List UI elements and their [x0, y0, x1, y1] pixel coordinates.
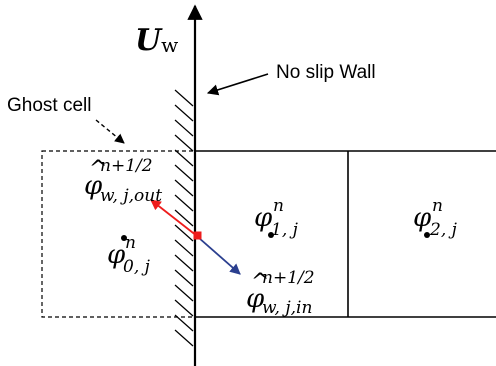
- outgoing-arrow: [150, 199, 198, 237]
- hatch-mark: [174, 239, 194, 257]
- svg-text:n+1/2: n+1/2: [262, 268, 315, 288]
- phi-hat-in-label: ^ φ n+1/2 w, j,in: [246, 268, 315, 318]
- svg-text:2, j: 2, j: [429, 220, 458, 240]
- wall-hatching: [174, 89, 194, 347]
- phi-1-label: φ n 1, j: [254, 196, 299, 240]
- hatch-mark: [174, 104, 194, 122]
- svg-text:0, j: 0, j: [123, 257, 151, 277]
- svg-text:1, j: 1, j: [271, 220, 299, 240]
- svg-text:^: ^: [89, 157, 107, 182]
- hatch-mark: [174, 314, 194, 332]
- wall-point: [193, 231, 202, 240]
- hatch-mark: [174, 179, 194, 197]
- cell-center-dot-2: [424, 232, 430, 238]
- hatch-mark: [174, 119, 194, 137]
- hatch-mark: [174, 89, 194, 107]
- svg-text:n: n: [125, 233, 136, 253]
- hatch-mark: [174, 284, 194, 302]
- hatch-mark: [174, 134, 194, 152]
- hatch-mark: [174, 299, 194, 317]
- hatch-mark: [174, 329, 194, 347]
- svg-text:w, j,out: w, j,out: [100, 186, 162, 206]
- svg-text:n: n: [432, 196, 443, 216]
- phi-hat-out-label: ^ φ n+1/2 w, j,out: [84, 156, 162, 206]
- svg-text:n: n: [273, 196, 284, 216]
- cell-center-dot-0: [121, 235, 127, 241]
- svg-text:φ: φ: [107, 240, 126, 270]
- wall-velocity-label: Uw: [135, 23, 178, 58]
- no-slip-wall-pointer: [206, 73, 269, 96]
- phi-0-label: φ n 0, j: [107, 233, 151, 277]
- phi-2-label: φ n 2, j: [413, 196, 458, 240]
- ghost-cell-pointer: [95, 119, 125, 144]
- cell-center-dot-1: [268, 232, 274, 238]
- svg-text:φ: φ: [254, 203, 273, 233]
- hatch-mark: [174, 149, 194, 167]
- ghost-cell-label: Ghost cell: [7, 95, 91, 116]
- hatch-mark: [174, 194, 194, 212]
- incoming-arrow: [198, 237, 241, 275]
- hatch-mark: [174, 224, 194, 242]
- svg-text:φ: φ: [84, 171, 103, 201]
- hatch-mark: [174, 209, 194, 227]
- no-slip-wall-label: No slip Wall: [276, 62, 376, 83]
- svg-text:^: ^: [251, 270, 269, 295]
- ghost-cell-box: [41, 150, 196, 318]
- svg-text:n+1/2: n+1/2: [100, 156, 153, 176]
- svg-text:φ: φ: [413, 203, 432, 233]
- hatch-mark: [174, 164, 194, 182]
- hatch-mark: [174, 269, 194, 287]
- hatch-mark: [174, 254, 194, 272]
- svg-text:φ: φ: [246, 284, 265, 314]
- svg-text:w, j,in: w, j,in: [262, 298, 312, 318]
